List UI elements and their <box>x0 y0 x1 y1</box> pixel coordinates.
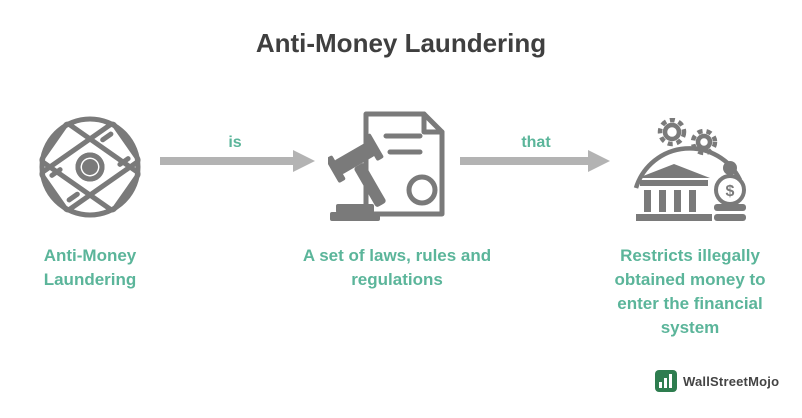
caption-line: Restricts illegally <box>620 246 760 265</box>
arrow-right-icon <box>460 150 610 177</box>
arrow-right-icon <box>160 150 315 177</box>
node-caption-laws: A set of laws, rules and regulations <box>282 244 512 292</box>
svg-text:$: $ <box>726 183 735 200</box>
brand-icon <box>655 370 677 392</box>
node-caption-aml: Anti-Money Laundering <box>20 244 160 292</box>
bank-gears-icon: $ <box>628 118 753 228</box>
gavel-document-icon <box>328 108 453 223</box>
caption-line: Anti-Money <box>43 246 137 265</box>
connector-label-is: is <box>228 134 242 151</box>
caption-line: Laundering <box>43 270 137 289</box>
caption-line: enter the financial <box>617 294 763 313</box>
node-caption-restricts: Restricts illegally obtained money to en… <box>590 244 790 340</box>
caption-line: system <box>660 318 720 337</box>
brand-name: WallStreetMojo <box>683 373 780 389</box>
brand-logo: WallStreetMojo <box>655 370 779 392</box>
caption-line: regulations <box>351 270 443 289</box>
caption-line: A set of laws, rules and <box>302 246 492 265</box>
caption-line: obtained money to <box>614 270 766 289</box>
money-cross-icon <box>30 110 150 225</box>
connector-label-that: that <box>521 134 551 151</box>
page-title: Anti-Money Laundering <box>255 28 547 58</box>
